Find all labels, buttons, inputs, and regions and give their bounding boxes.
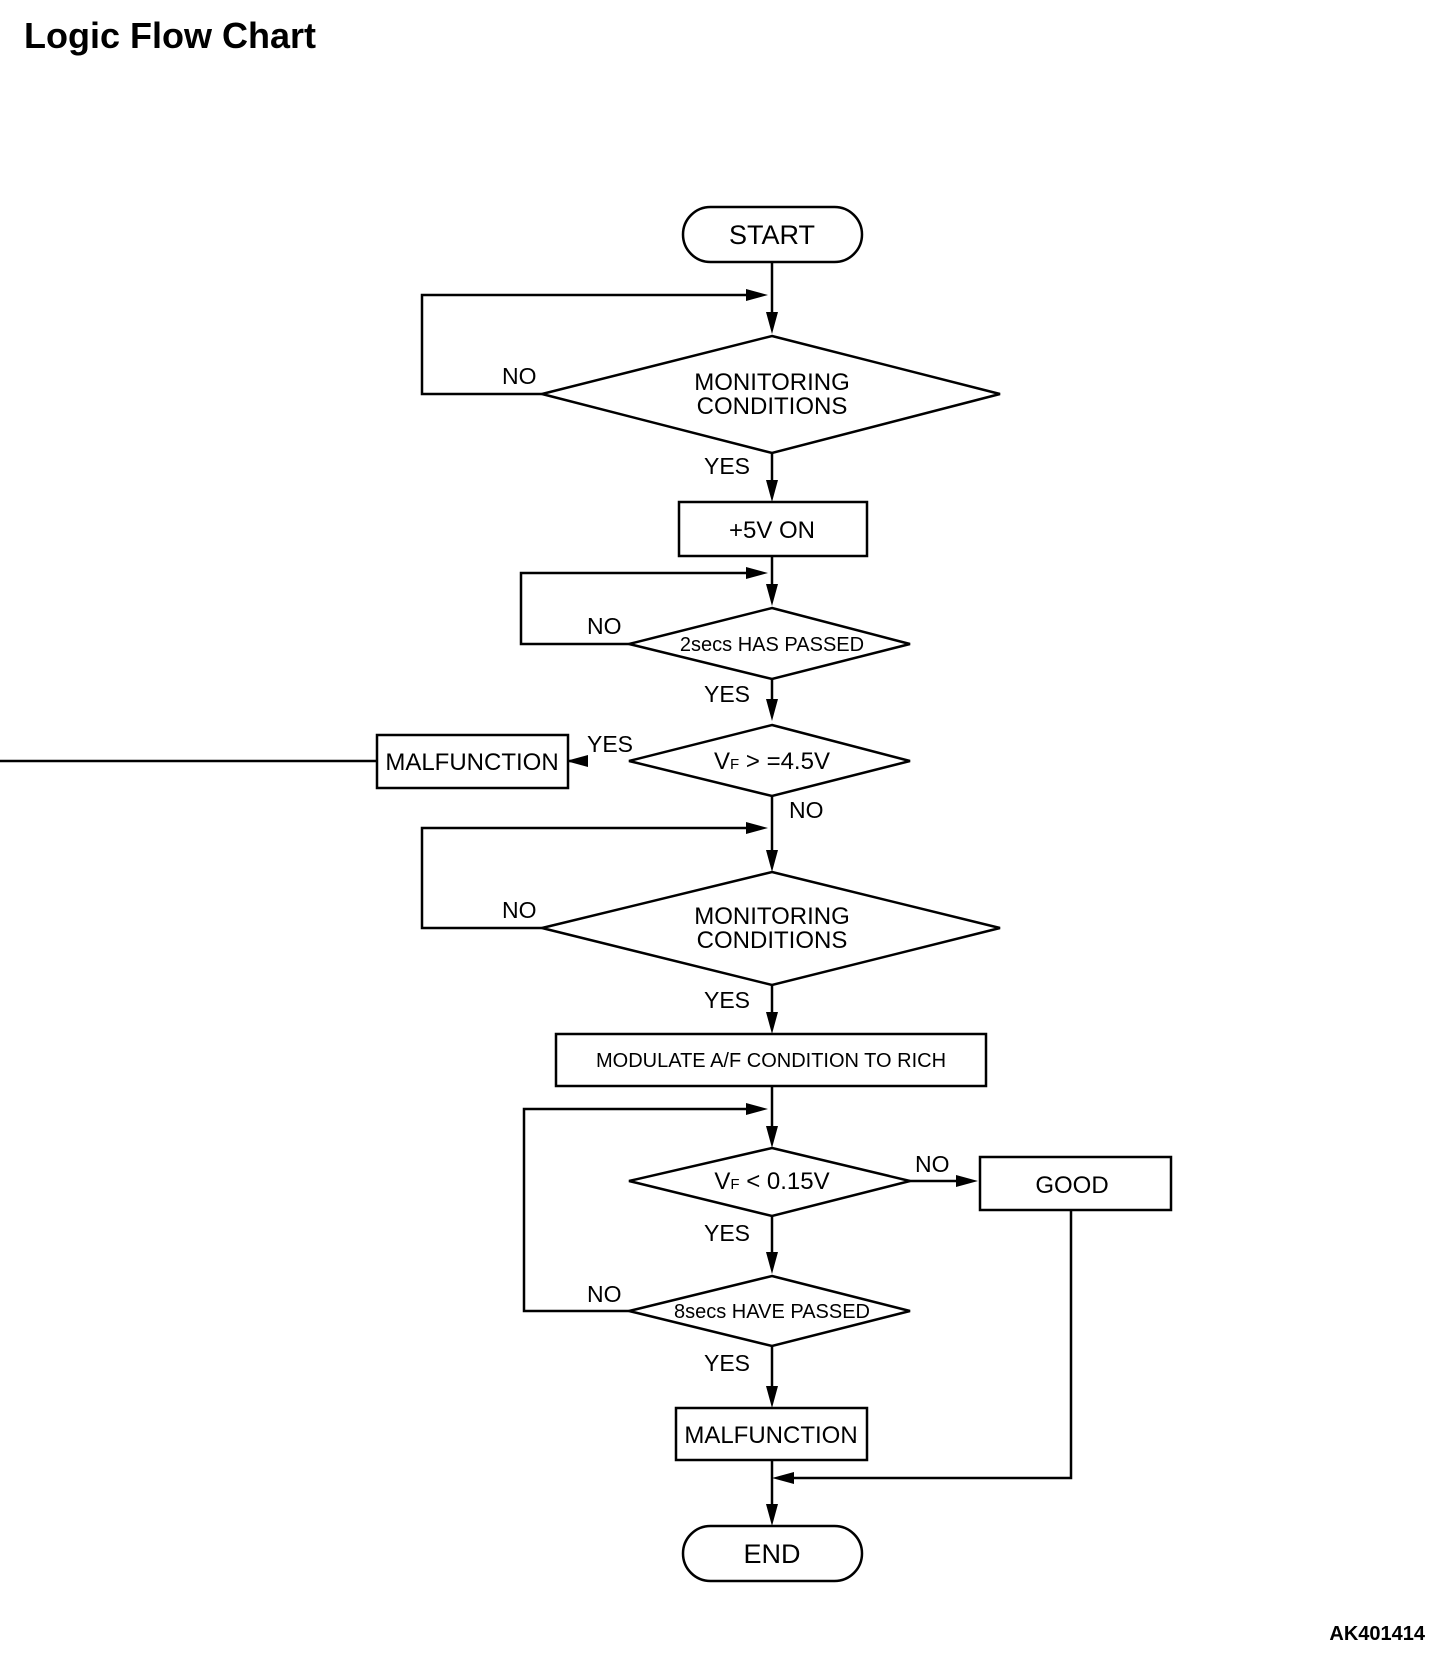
svg-text:VF > =4.5V: VF > =4.5V <box>714 748 830 775</box>
edge-label-no: NO <box>789 797 824 823</box>
malfunction-bottom: MALFUNCTION <box>674 1406 869 1462</box>
svg-text:GOOD: GOOD <box>1035 1172 1108 1199</box>
arrowhead <box>766 1386 778 1408</box>
arrowhead <box>766 699 778 721</box>
svg-text:MODULATE A/F CONDITION TO RICH: MODULATE A/F CONDITION TO RICH <box>596 1050 946 1072</box>
edge-label-yes: YES <box>704 453 750 479</box>
edge-label-yes: YES <box>704 681 750 707</box>
svg-text:8secs HAVE PASSED: 8secs HAVE PASSED <box>674 1301 870 1323</box>
svg-text:2secs HAS PASSED: 2secs HAS PASSED <box>680 634 864 656</box>
svg-text:END: END <box>743 1539 800 1569</box>
svg-text:START: START <box>729 220 815 250</box>
svg-text:+5V ON: +5V ON <box>729 517 815 544</box>
edge-label-no: NO <box>587 1281 622 1307</box>
arrowhead <box>746 822 768 834</box>
svg-text:VF < 0.15V: VF < 0.15V <box>714 1168 829 1195</box>
result-good: GOOD <box>978 1155 1173 1212</box>
arrowheads <box>566 289 978 1526</box>
decision-2secs-passed: 2secs HAS PASSED <box>628 606 911 681</box>
edge-label-yes: YES <box>704 1220 750 1246</box>
edge-label-no: NO <box>502 363 537 389</box>
svg-text:CONDITIONS: CONDITIONS <box>697 393 848 420</box>
arrowhead <box>746 289 768 301</box>
arrowhead <box>766 584 778 606</box>
edge-labels: NO YES NO YES YES NO NO YES NO YES NO YE… <box>502 363 950 1376</box>
figure-code: AK401414 <box>1329 1623 1426 1645</box>
edge-label-no: NO <box>915 1151 950 1177</box>
arrowhead <box>956 1175 978 1187</box>
process-modulate-af: MODULATE A/F CONDITION TO RICH <box>554 1032 988 1088</box>
malfunction-left: MALFUNCTION <box>375 733 570 790</box>
arrowhead <box>766 1126 778 1148</box>
svg-text:MALFUNCTION: MALFUNCTION <box>684 1422 857 1449</box>
decision-8secs-passed: 8secs HAVE PASSED <box>628 1274 911 1348</box>
arrowhead <box>766 312 778 334</box>
edge-label-yes: YES <box>704 987 750 1013</box>
process-5v-on: +5V ON <box>677 500 869 558</box>
decision-vf-high: VF > =4.5V <box>628 723 911 798</box>
edge-label-yes: YES <box>587 731 633 757</box>
arrowhead <box>766 1252 778 1274</box>
arrowhead <box>766 1504 778 1526</box>
edge-label-no: NO <box>587 613 622 639</box>
svg-text:MONITORING: MONITORING <box>694 903 850 930</box>
arrowhead <box>772 1472 794 1484</box>
start-terminal: START <box>681 205 864 264</box>
arrowhead <box>766 850 778 872</box>
arrowhead <box>746 567 768 579</box>
edge-label-yes: YES <box>704 1350 750 1376</box>
arrowhead <box>566 755 588 767</box>
arrowhead <box>766 480 778 502</box>
decision-vf-low: VF < 0.15V <box>628 1146 911 1218</box>
svg-text:MALFUNCTION: MALFUNCTION <box>385 749 558 776</box>
arrowhead <box>766 1012 778 1034</box>
decision-monitoring-conditions-2: MONITORING CONDITIONS <box>541 870 1001 987</box>
edge-label-no: NO <box>502 897 537 923</box>
svg-text:MONITORING: MONITORING <box>694 369 850 396</box>
decision-monitoring-conditions-1: MONITORING CONDITIONS <box>541 334 1001 455</box>
svg-text:CONDITIONS: CONDITIONS <box>697 927 848 954</box>
connectors <box>0 262 1073 1510</box>
end-terminal: END <box>681 1524 864 1583</box>
arrowhead <box>746 1103 768 1115</box>
page-title: Logic Flow Chart <box>24 15 316 56</box>
